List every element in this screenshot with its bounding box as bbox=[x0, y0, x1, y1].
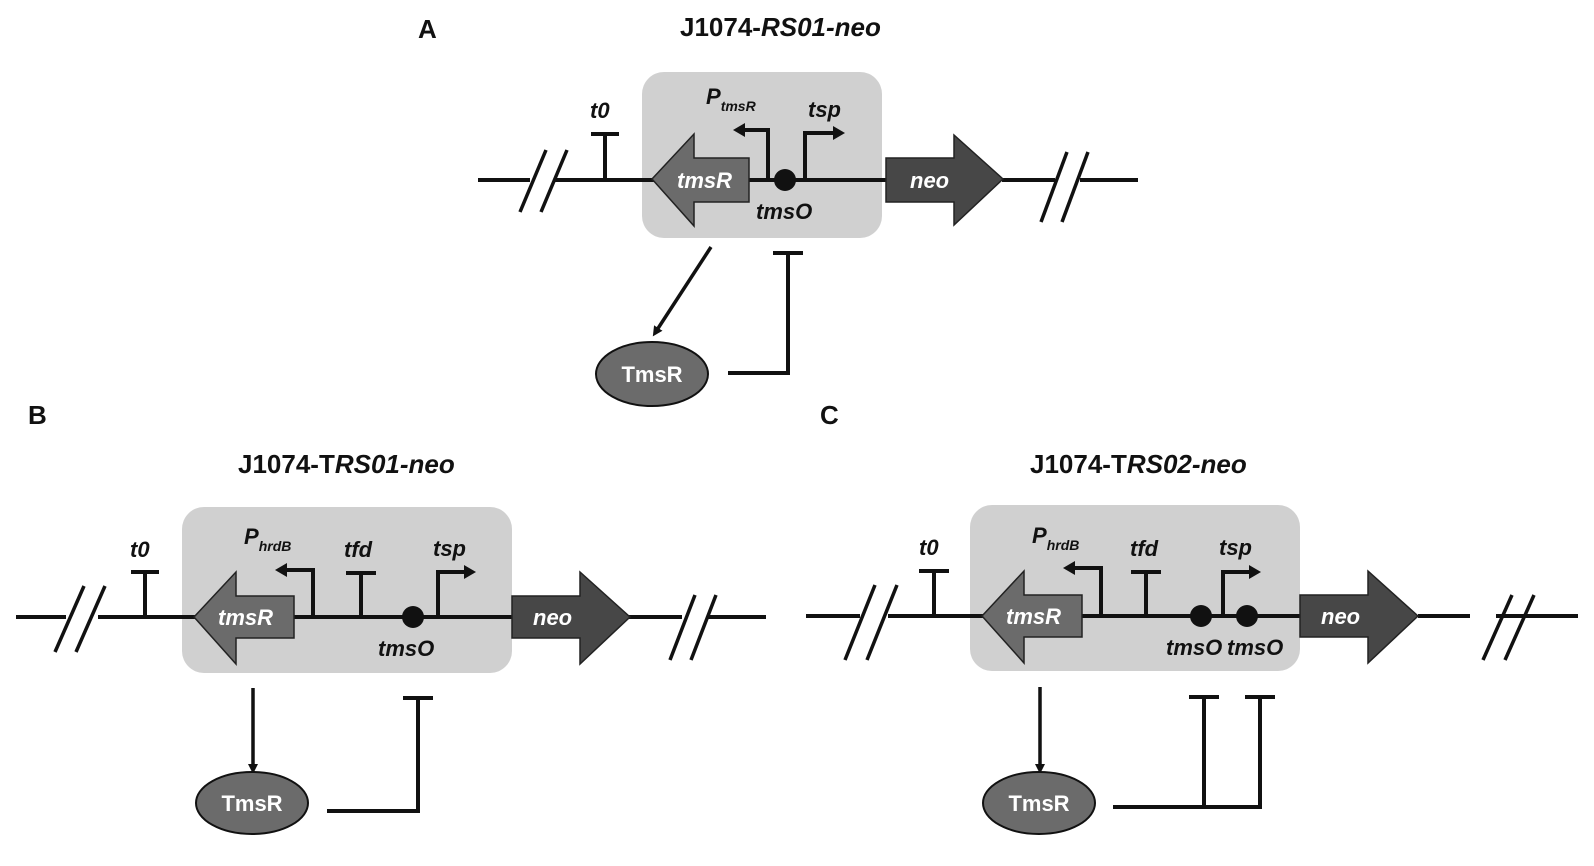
tmsr-gene-label: tmsR bbox=[218, 605, 273, 630]
neo-gene-arrow bbox=[511, 570, 632, 666]
panel-c: C J1074-TRS02-neo t0 tmsR Ph bbox=[806, 400, 1578, 835]
promoter-phrdb-icon bbox=[275, 563, 315, 617]
repression-inhibition-icon bbox=[327, 696, 433, 813]
operator-tmso-icon bbox=[774, 169, 796, 191]
panel-b: B J1074-TRS01-neo t0 tmsR Ph bbox=[16, 400, 766, 835]
tmsr-protein bbox=[982, 771, 1096, 835]
tmsr-gene-arrow bbox=[650, 132, 750, 228]
panel-c-title: J1074-TRS02-neo bbox=[1030, 449, 1247, 479]
break-symbol-right bbox=[1039, 151, 1090, 223]
tmsr-gene-label: tmsR bbox=[1006, 604, 1061, 629]
panel-letter-b: B bbox=[28, 400, 47, 430]
tmsr-protein-label: TmsR bbox=[221, 791, 282, 816]
terminator-t0-label: t0 bbox=[130, 537, 150, 562]
tmsr-protein bbox=[595, 341, 709, 407]
promoter-tsp-label: tsp bbox=[808, 97, 841, 122]
promoter-tsp-icon bbox=[436, 565, 476, 617]
neo-gene-label: neo bbox=[910, 168, 949, 193]
panel-letter-a: A bbox=[418, 14, 437, 44]
expression-arrow bbox=[652, 246, 713, 337]
promoter-phrdb-icon bbox=[1063, 561, 1103, 616]
promoter-tsp-icon bbox=[803, 126, 845, 180]
tmsr-gene-arrow bbox=[980, 569, 1083, 665]
repression-inhibition-icon bbox=[1113, 695, 1275, 809]
panel-a-title-italic: RS01-neo bbox=[761, 12, 881, 42]
promoter-ptmsr-label: PtmsR bbox=[706, 84, 757, 114]
neo-gene-label: neo bbox=[1321, 604, 1360, 629]
panel-b-title: J1074-TRS01-neo bbox=[238, 449, 455, 479]
promoter-ptmsr-icon bbox=[733, 123, 770, 180]
promoter-phrdb-label: PhrdB bbox=[244, 524, 291, 554]
tmsr-gene-arrow bbox=[192, 570, 295, 666]
promoter-tsp-icon bbox=[1221, 565, 1261, 616]
tmsr-protein-label: TmsR bbox=[621, 362, 682, 387]
operator-tmso-icon-2 bbox=[1236, 605, 1258, 627]
tmsr-protein bbox=[195, 771, 309, 835]
break-symbol-left bbox=[843, 584, 899, 661]
terminator-tfd-label: tfd bbox=[344, 537, 373, 562]
panel-a-title: J1074-RS01-neo bbox=[680, 12, 881, 42]
terminator-t0-label: t0 bbox=[590, 98, 610, 123]
operator-tmso-label: tmsO bbox=[378, 636, 434, 661]
tmsr-gene-label: tmsR bbox=[677, 168, 732, 193]
terminator-tfd-label: tfd bbox=[1130, 536, 1159, 561]
repression-inhibition-icon bbox=[728, 251, 803, 375]
terminator-t0-icon bbox=[919, 569, 949, 616]
neo-gene-arrow bbox=[1299, 569, 1420, 665]
terminator-t0-label: t0 bbox=[919, 535, 939, 560]
operator-tmso-label-2: tmsO bbox=[1227, 635, 1283, 660]
panel-a: A J1074-RS01-neo t0 tmsR bbox=[418, 12, 1138, 407]
break-symbol-left bbox=[53, 585, 107, 653]
panel-a-title-prefix: J1074- bbox=[680, 12, 761, 42]
panel-letter-c: C bbox=[820, 400, 839, 430]
terminator-tfd-icon bbox=[1131, 570, 1161, 616]
promoter-phrdb-label: PhrdB bbox=[1032, 523, 1079, 553]
terminator-t0-icon bbox=[591, 132, 619, 180]
operator-tmso-icon-1 bbox=[1190, 605, 1212, 627]
promoter-tsp-label: tsp bbox=[433, 536, 466, 561]
break-symbol-left bbox=[518, 149, 569, 213]
operator-tmso-icon bbox=[402, 606, 424, 628]
operator-tmso-label: tmsO bbox=[756, 199, 812, 224]
terminator-t0-icon bbox=[131, 570, 159, 617]
neo-gene-label: neo bbox=[533, 605, 572, 630]
neo-gene-arrow bbox=[885, 133, 1005, 227]
break-symbol-right bbox=[668, 594, 718, 661]
operator-tmso-label-1: tmsO bbox=[1166, 635, 1222, 660]
terminator-tfd-icon bbox=[346, 571, 376, 617]
tmsr-protein-label: TmsR bbox=[1008, 791, 1069, 816]
break-symbol-right bbox=[1481, 594, 1536, 661]
promoter-tsp-label: tsp bbox=[1219, 535, 1252, 560]
